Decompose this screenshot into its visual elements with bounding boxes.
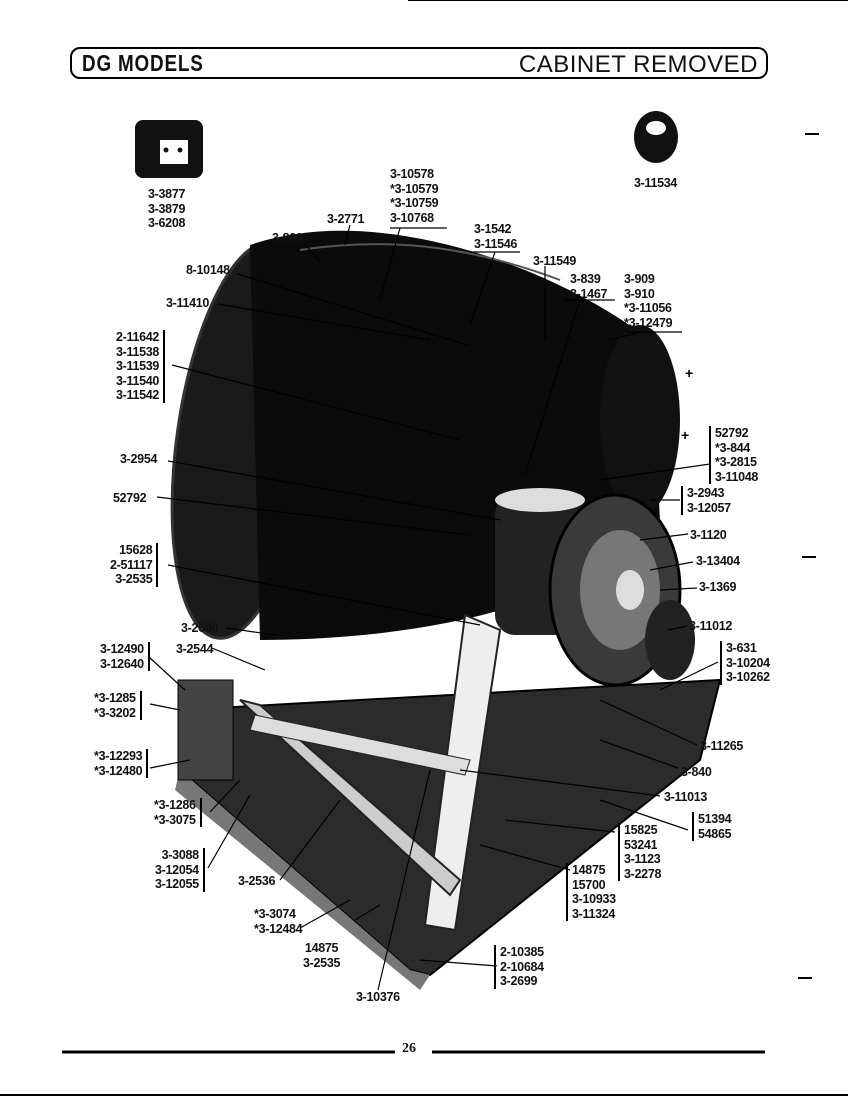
part-label-l40: 3-10376 bbox=[356, 990, 400, 1004]
part-label-l26: *3-1285*3-3202 bbox=[94, 691, 142, 720]
part-label-l31: *3-1286*3-3075 bbox=[154, 798, 202, 827]
part-label-l10: 8-10148 bbox=[186, 263, 230, 277]
bottom-rule bbox=[0, 1094, 848, 1096]
part-label-l5: 3-860 bbox=[272, 231, 303, 245]
part-label-l14: 3-2954 bbox=[120, 452, 158, 466]
part-label-l29: 3-840 bbox=[681, 765, 712, 779]
part-label-l2: 3-11534 bbox=[634, 176, 678, 190]
part-label-l15: 52792 bbox=[113, 491, 147, 505]
part-label-l21: 3-11012 bbox=[689, 619, 733, 633]
part-label-l28: *3-12293*3-12480 bbox=[94, 749, 149, 778]
rear-support-strut bbox=[239, 699, 462, 897]
header-title-right: CABINET REMOVED bbox=[518, 51, 758, 78]
margin-marks bbox=[798, 133, 819, 979]
part-label-l17: 3-1120 bbox=[690, 528, 727, 542]
plus-mark: + bbox=[685, 365, 693, 381]
part-label-l19: 3-13404 bbox=[696, 554, 740, 568]
control-bracket bbox=[177, 679, 234, 781]
part-label-l27: 3-11265 bbox=[700, 739, 744, 753]
plus-mark: + bbox=[681, 427, 689, 443]
part-label-l4: 3-2771 bbox=[327, 212, 365, 226]
belt-part-illustration bbox=[634, 111, 678, 163]
page-header: DG MODELS CABINET REMOVED bbox=[70, 47, 768, 79]
base-platform-front bbox=[175, 770, 430, 990]
part-label-l30: 3-11013 bbox=[664, 790, 708, 804]
bracket-part-illustration bbox=[135, 120, 203, 178]
part-label-l11: 3-11410 bbox=[166, 296, 210, 310]
part-label-l24: 3-2544 bbox=[176, 642, 214, 656]
pulley-illustration bbox=[548, 493, 695, 687]
part-label-l20: 3-1369 bbox=[699, 580, 737, 594]
leader-lines bbox=[62, 224, 765, 1054]
part-label-l35: 3-2536 bbox=[238, 874, 276, 888]
part-label-l7: 3-11549 bbox=[533, 254, 577, 268]
header-title-left: DG MODELS bbox=[82, 50, 204, 76]
cross-brace bbox=[249, 714, 471, 776]
part-label-l22: 3-2680 bbox=[181, 621, 219, 635]
part-label-l37: *3-3074*3-12484 bbox=[254, 907, 303, 936]
page-number: 26 bbox=[402, 1041, 416, 1056]
top-rule bbox=[408, 0, 848, 1]
